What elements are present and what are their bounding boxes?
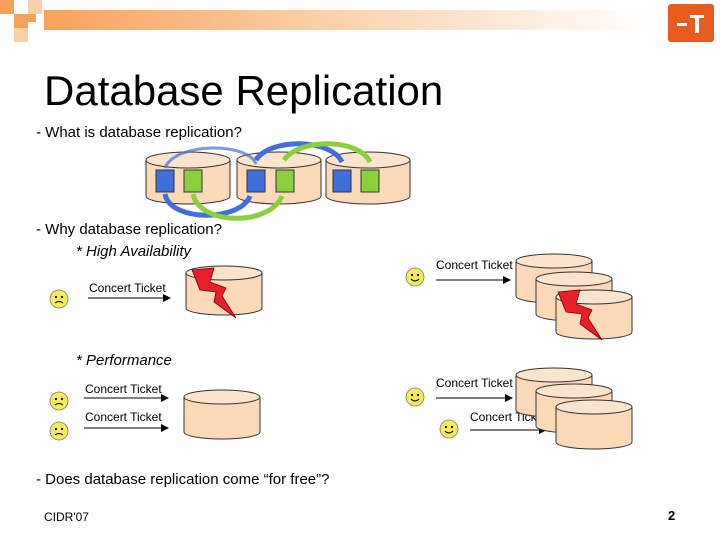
database-icon [236,151,322,205]
database-icon [183,389,261,440]
database-icon [185,265,263,316]
request-label: Concert Ticket [89,281,166,295]
request-label: Concert Ticket [470,410,547,424]
bullet-why: - Why database replication? [36,221,222,238]
database-icon [325,151,411,205]
smiley-sad-icon [49,289,69,309]
top-decoration-bar [0,0,654,42]
lightning-icon [191,267,237,319]
replication-diagram [145,141,411,221]
request-label: Concert Ticket [436,258,513,272]
bullet-for-free: - Does database replication come “for fr… [36,471,330,488]
bullet-what: - What is database replication? [36,124,242,141]
database-icon [555,399,633,450]
sub-performance: * Performance [76,352,172,369]
request-label: Concert Ticket [436,376,513,390]
footer-conference: CIDR'07 [44,510,89,524]
request-label: Concert Ticket [85,410,162,424]
database-icon [555,289,633,340]
database-icon [515,253,593,304]
sub-high-availability: * High Availability [76,243,192,260]
database-icon [145,151,231,205]
slide-title: Database Replication [44,67,444,114]
smiley-happy-icon [405,387,425,407]
database-icon [535,383,613,434]
smiley-sad-icon [49,391,69,411]
page-number: 2 [668,508,676,523]
lightning-icon [557,289,603,341]
smiley-happy-icon [439,419,459,439]
logo-icon [668,4,714,42]
request-label: Concert Ticket [85,382,162,396]
smiley-happy-icon [405,267,425,287]
database-icon [535,271,613,322]
smiley-sad-icon [49,421,69,441]
